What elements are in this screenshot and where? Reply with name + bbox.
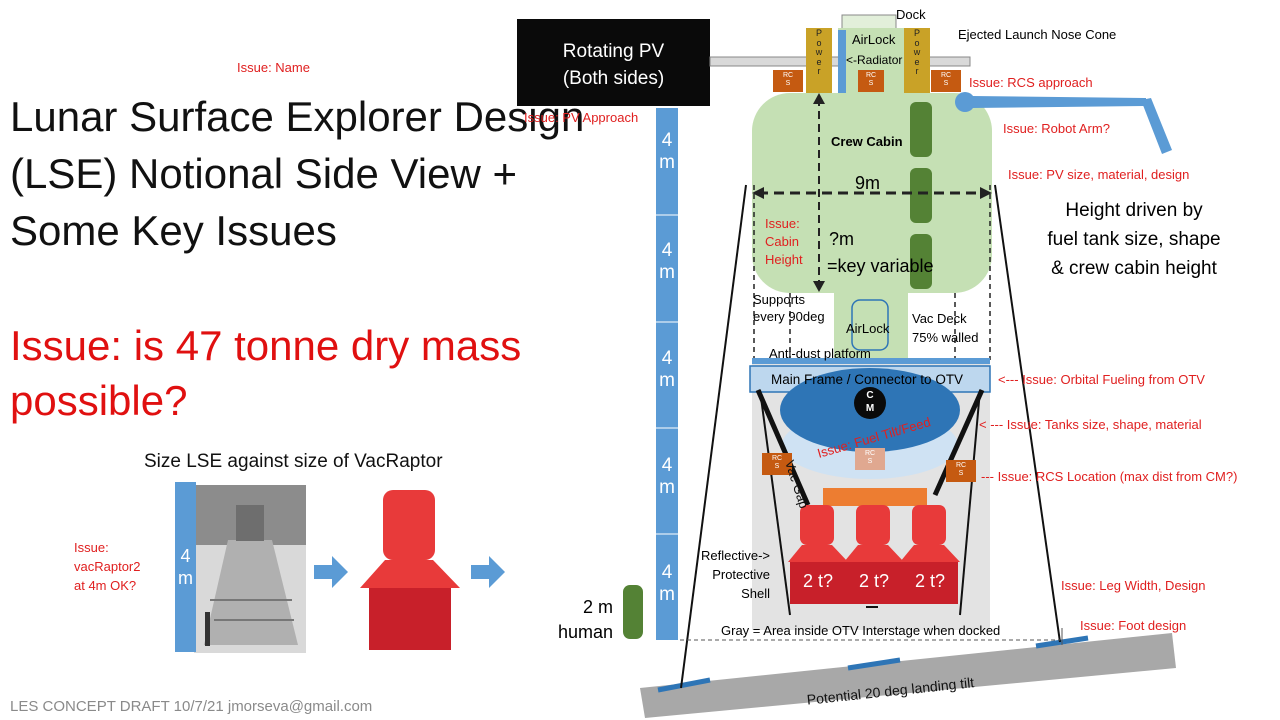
main-frame-label: Main Frame / Connector to OTV bbox=[771, 372, 964, 387]
slide-title: Lunar Surface Explorer Design (LSE) Noti… bbox=[10, 93, 585, 254]
human-figure bbox=[623, 585, 643, 639]
power-right bbox=[904, 28, 930, 94]
arrow-right-icon-2 bbox=[471, 556, 505, 588]
height-q-label: ?m bbox=[829, 229, 855, 249]
engine-3-mass: 2 t? bbox=[914, 571, 946, 591]
issue-pv-approach: Issue: PV Approach bbox=[524, 110, 639, 125]
landing-surface bbox=[640, 633, 1176, 718]
rotating-pv-panel bbox=[517, 19, 710, 106]
issue-orbital-fueling: <--- Issue: Orbital Fueling from OTV bbox=[998, 372, 1205, 387]
issue-name: Issue: Name bbox=[237, 60, 310, 75]
issue-tanks: < --- Issue: Tanks size, shape, material bbox=[979, 417, 1202, 432]
engine-1-mass: 2 t? bbox=[802, 571, 834, 591]
airlock-lower bbox=[851, 299, 889, 351]
foot-pad-1 bbox=[657, 677, 711, 693]
issue-rcs-location: --- Issue: RCS Location (max dist from C… bbox=[981, 469, 1238, 484]
engine-2-mass: 2 t? bbox=[858, 571, 890, 591]
anti-dust-platform bbox=[752, 358, 990, 364]
rcs-left bbox=[762, 453, 792, 475]
issue-foot-design: Issue: Foot design bbox=[1080, 618, 1187, 633]
power-left bbox=[806, 28, 832, 94]
dock-label: Dock bbox=[896, 7, 926, 22]
issue-robot-arm: Issue: Robot Arm? bbox=[1003, 121, 1110, 136]
airlock-top-label: AirLock bbox=[852, 32, 896, 47]
ejected-cone-label: Ejected Launch Nose Cone bbox=[958, 27, 1117, 42]
radiator-label: <-Radiator bbox=[846, 53, 903, 67]
leg-left bbox=[680, 184, 747, 689]
footer: LES CONCEPT DRAFT 10/7/21 jmorseva@gmail… bbox=[10, 698, 373, 715]
robot-arm bbox=[972, 96, 1146, 108]
rcs-center bbox=[855, 448, 885, 470]
radiator bbox=[838, 30, 846, 94]
crew-cabin-label: Crew Cabin bbox=[831, 134, 903, 149]
thrust-plate bbox=[823, 488, 927, 506]
rcs-top-1 bbox=[773, 70, 803, 92]
key-variable-label: =key variable bbox=[827, 256, 934, 276]
arrow-right-icon bbox=[314, 556, 348, 588]
rcs-top-3 bbox=[931, 70, 961, 92]
gray-note: Gray = Area inside OTV Interstage when d… bbox=[721, 623, 1001, 638]
engine-2 bbox=[844, 505, 904, 604]
robot-arm-joint bbox=[955, 92, 975, 112]
vacraptor-photo bbox=[194, 485, 306, 653]
vac-deck bbox=[834, 293, 908, 358]
leg-right bbox=[994, 184, 1061, 643]
airlock-lower-label: AirLock bbox=[846, 321, 890, 336]
foot-pad-2 bbox=[847, 657, 901, 671]
rcs-top-2 bbox=[858, 70, 884, 92]
mass-issue: Issue: is 47 tonne dry mass possible? bbox=[10, 322, 522, 424]
rotating-pv-label: Rotating PV(Both sides) bbox=[562, 41, 665, 89]
cm-marker bbox=[854, 387, 886, 419]
rcs-right bbox=[946, 460, 976, 482]
anti-dust-label: Anti-dust platform bbox=[769, 346, 871, 361]
scale-bar-small bbox=[175, 482, 196, 652]
engine-3 bbox=[900, 505, 960, 604]
issue-pv-size: Issue: PV size, material, design bbox=[1008, 167, 1190, 182]
engine-1 bbox=[788, 505, 848, 604]
scale-bar-4m bbox=[656, 108, 678, 640]
issue-leg-width: Issue: Leg Width, Design bbox=[1061, 578, 1206, 593]
width-9m-label: 9m bbox=[855, 173, 881, 193]
vacraptor-engine-icon bbox=[360, 490, 460, 650]
issue-rcs-approach: Issue: RCS approach bbox=[969, 75, 1093, 90]
compare-caption: Size LSE against size of VacRaptor bbox=[144, 451, 443, 472]
